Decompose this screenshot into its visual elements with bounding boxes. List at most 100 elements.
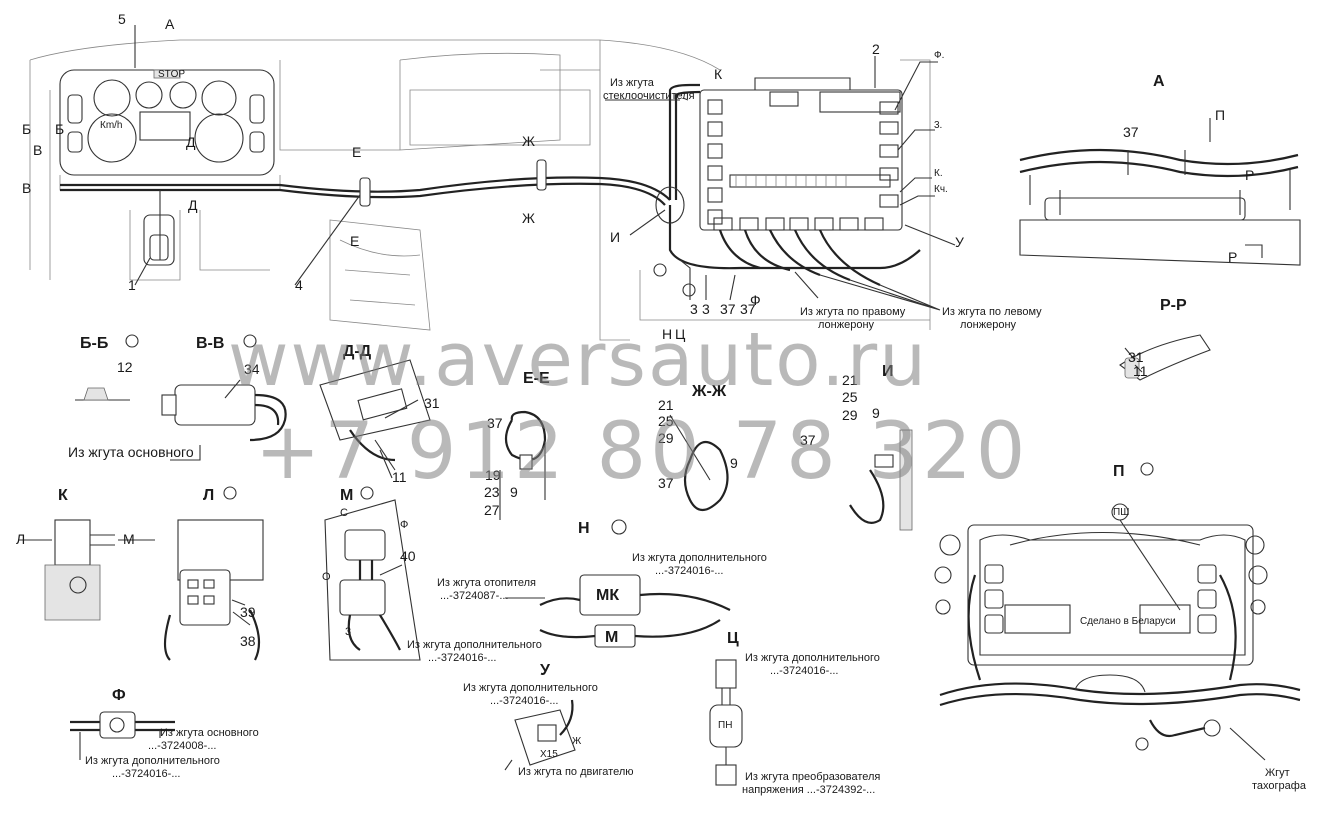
section-titles: А Б-Б В-В Д-Д Е-Е Ж-Ж И Р-Р К Л М Н П У … [58, 73, 1187, 704]
callout-19: 19 [485, 467, 501, 483]
title-f: Ф [112, 687, 126, 704]
note-from-wiper: Из жгута стеклоочистителя [603, 77, 695, 102]
callout-27: 27 [484, 502, 500, 518]
pin-f: Ф [400, 519, 408, 531]
callout-11-dd: 11 [392, 469, 407, 485]
callout-38: 38 [240, 633, 256, 649]
letter-b-right: Б [55, 121, 64, 137]
pin-zh: Ж [572, 736, 582, 747]
callout-29-i: 29 [842, 407, 858, 423]
view-letters: А К Ф. 3. К. Кч. Е Е Ж Ж И У Б Б В В Д Д… [16, 16, 1254, 760]
harness-clamps [359, 159, 685, 224]
detail-i [849, 429, 913, 531]
note-left-line1: Из жгута по левому [942, 306, 1042, 318]
title-dd: Д-Д [343, 343, 372, 360]
title-i: И [882, 363, 894, 380]
callout-37-ee: 37 [487, 415, 503, 431]
note-from-wiper-line1: Из жгута [610, 77, 655, 89]
callout-2: 2 [872, 41, 880, 57]
note-additional-code-u: ...-3724016-... [490, 695, 559, 707]
callout-37-i: 37 [800, 432, 816, 448]
note-right-sidemember: Из жгута по правому лонжерону [800, 306, 908, 331]
callout-37-zh: 37 [658, 475, 674, 491]
callout-37-view-a: 37 [1123, 124, 1139, 140]
letter-d-bottom: Д [188, 197, 198, 213]
detail-u [504, 699, 576, 771]
note-additional-code-ts: ...-3724016-... [770, 665, 839, 677]
title-ts: Ц [727, 630, 739, 647]
view-a [1019, 118, 1301, 266]
letter-three: 3. [934, 120, 942, 131]
callout-23: 23 [484, 484, 500, 500]
notes: Из жгута стеклоочистителя Из жгута по пр… [68, 77, 1307, 796]
letter-kch: Кч. [934, 184, 948, 195]
cab-outline [29, 39, 931, 341]
leader-lines [134, 25, 1143, 626]
letter-r-bottom: Р [1228, 249, 1237, 265]
callout-39: 39 [240, 604, 256, 620]
note-left-line2: лонжерону [960, 319, 1017, 331]
note-additional-code-m: ...-3724016-... [428, 652, 497, 664]
connector-mk: МК [596, 587, 619, 604]
title-vv: В-В [196, 335, 224, 352]
title-view-a: А [1153, 73, 1165, 90]
pin-o: О [322, 571, 331, 583]
letter-i: И [610, 229, 620, 245]
callout-9-i: 9 [872, 405, 880, 421]
callout-11-rr: 11 [1133, 363, 1148, 379]
title-rr: Р-Р [1160, 297, 1187, 314]
callout-9-ee: 9 [510, 484, 518, 500]
letter-zh-top: Ж [522, 133, 535, 149]
letter-ts-mid: Ц [675, 326, 686, 342]
detail-rr [1119, 334, 1211, 381]
detail-m [324, 499, 421, 661]
letter-v-bottom: В [22, 180, 31, 196]
watermark: www.aversauto.ru +7 912 80 78 320 [228, 317, 1025, 497]
callout-3: 3 [702, 301, 710, 317]
callout-25-zh: 25 [658, 413, 674, 429]
letter-d-top: Д [186, 134, 196, 150]
main-harness [60, 83, 921, 270]
note-additional-code-n: ...-3724016-... [655, 565, 724, 577]
note-tachograph: Жгут тахографа [1252, 767, 1307, 792]
connector-pn: ПН [718, 720, 732, 731]
detail-ts [709, 659, 743, 786]
callout-25-i: 25 [842, 389, 858, 405]
letter-p-arrow: П [1215, 107, 1225, 123]
detail-vv [161, 384, 287, 461]
callout-34: 34 [244, 361, 260, 377]
note-right-line2: лонжерону [818, 319, 875, 331]
connector-m: М [605, 629, 618, 646]
note-tachograph-line2: тахографа [1252, 780, 1307, 792]
note-additional-code-f: ...-3724016-... [112, 768, 181, 780]
callout-21-i: 21 [842, 372, 858, 388]
kmh-label: Кm/h [100, 120, 123, 131]
title-m: М [340, 487, 353, 504]
letter-k-top: К [714, 66, 723, 82]
callout-31-rr: 31 [1128, 349, 1144, 365]
detail-bb [75, 387, 130, 401]
section-title-circles [125, 263, 1154, 535]
title-bb: Б-Б [80, 335, 108, 352]
letter-zh-bottom: Ж [522, 210, 535, 226]
callout-1: 1 [128, 277, 136, 293]
callout-3-bottom: 3 [690, 301, 698, 317]
callouts: 5 2 1 4 3 37 37 12 34 31 11 37 19 9 23 2… [117, 11, 1148, 649]
letter-e-top: Е [352, 144, 361, 160]
note-heater-code: ...-3724087-... [440, 590, 509, 602]
note-from-heater: Из жгута отопителя [437, 577, 536, 589]
letter-f-dot: Ф. [934, 50, 944, 61]
title-l: Л [203, 487, 214, 504]
letter-a-top: А [165, 16, 175, 32]
watermark-site: www.aversauto.ru [228, 317, 928, 403]
callout-37-bottom: 37 [740, 301, 756, 317]
note-additional-f: Из жгута дополнительного [85, 755, 220, 767]
title-ee: Е-Е [523, 370, 550, 387]
letter-v-top: В [33, 142, 42, 158]
callout-40: 40 [400, 548, 416, 564]
callout-5: 5 [118, 11, 126, 27]
connector-psh: ПШ [1113, 507, 1129, 518]
instrument-cluster: STOP Кm/h [59, 69, 281, 191]
detail-f [70, 711, 175, 760]
